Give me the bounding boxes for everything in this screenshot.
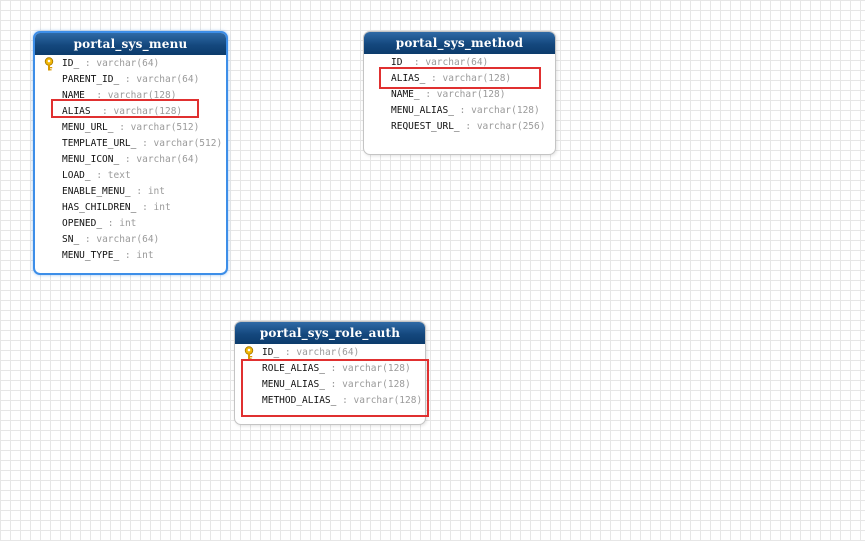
- field-row[interactable]: METHOD_ALIAS_ : varchar(128): [235, 393, 425, 409]
- primary-key-icon: [244, 346, 254, 360]
- field-row[interactable]: MENU_TYPE_ : int: [35, 248, 226, 264]
- field-type: varchar(512): [130, 122, 200, 133]
- entity-title[interactable]: portal_sys_menu: [35, 33, 226, 55]
- field-separator: :: [324, 363, 343, 374]
- field-type: varchar(512): [153, 138, 223, 149]
- field-separator: :: [96, 106, 114, 117]
- field-type: varchar(64): [296, 347, 360, 358]
- field-type: varchar(64): [96, 58, 160, 69]
- field-separator: :: [136, 202, 154, 213]
- field-separator: :: [336, 395, 354, 406]
- field-name: MENU_ALIAS_: [391, 105, 454, 116]
- entity-portal-sys-menu[interactable]: portal_sys_menu ID_ : varchar(64) PARENT…: [33, 31, 228, 275]
- field-separator: :: [453, 105, 472, 116]
- field-separator: :: [136, 138, 154, 149]
- field-name: SN_: [62, 234, 80, 245]
- field-row[interactable]: ALIAS_ : varchar(128): [35, 104, 226, 120]
- field-separator: :: [119, 74, 137, 85]
- field-separator: :: [419, 89, 437, 100]
- field-name: ALIAS_: [391, 73, 426, 84]
- primary-key-icon: [44, 57, 54, 71]
- field-name: NAME_: [62, 90, 91, 101]
- field-name: TEMPLATE_URL_: [62, 138, 137, 149]
- field-type: varchar(64): [425, 57, 489, 68]
- field-type: varchar(64): [136, 154, 200, 165]
- field-name: ID_: [62, 58, 80, 69]
- field-name: MENU_ICON_: [62, 154, 120, 165]
- field-separator: :: [459, 121, 477, 132]
- field-separator: :: [79, 234, 97, 245]
- field-name: ENABLE_MENU_: [62, 186, 131, 197]
- field-type: int: [153, 202, 171, 213]
- field-row[interactable]: REQUEST_URL_ : varchar(256): [364, 119, 555, 135]
- field-type: varchar(128): [436, 89, 506, 100]
- field-name: LOAD_: [62, 170, 91, 181]
- field-name: PARENT_ID_: [62, 74, 120, 85]
- field-separator: :: [119, 154, 137, 165]
- field-row[interactable]: MENU_ALIAS_ : varchar(128): [235, 377, 425, 393]
- field-separator: :: [425, 73, 443, 84]
- field-separator: :: [408, 57, 426, 68]
- field-name: ROLE_ALIAS_: [262, 363, 325, 374]
- field-row[interactable]: NAME_ : varchar(128): [35, 88, 226, 104]
- field-type: int: [136, 250, 154, 261]
- field-row[interactable]: TEMPLATE_URL_ : varchar(512): [35, 136, 226, 152]
- field-separator: :: [79, 58, 97, 69]
- field-separator: :: [113, 122, 131, 133]
- field-separator: :: [324, 379, 343, 390]
- field-name: MENU_ALIAS_: [262, 379, 325, 390]
- field-type: varchar(128): [442, 73, 512, 84]
- field-name: ID_: [262, 347, 280, 358]
- field-row[interactable]: ID_ : varchar(64): [235, 345, 425, 361]
- field-row[interactable]: MENU_ICON_ : varchar(64): [35, 152, 226, 168]
- field-row[interactable]: LOAD_ : text: [35, 168, 226, 184]
- field-separator: :: [130, 186, 148, 197]
- entity-title[interactable]: portal_sys_method: [364, 32, 555, 54]
- field-type: varchar(128): [342, 379, 411, 390]
- field-type: varchar(128): [353, 395, 423, 406]
- field-type: varchar(64): [96, 234, 160, 245]
- field-type: int: [119, 218, 137, 229]
- field-row[interactable]: OPENED_ : int: [35, 216, 226, 232]
- field-type: varchar(128): [107, 90, 177, 101]
- field-type: varchar(128): [113, 106, 183, 117]
- field-separator: :: [119, 250, 137, 261]
- field-name: ALIAS_: [62, 106, 97, 117]
- field-name: REQUEST_URL_: [391, 121, 460, 132]
- field-row[interactable]: MENU_ALIAS_ : varchar(128): [364, 103, 555, 119]
- field-name: MENU_TYPE_: [62, 250, 120, 261]
- entity-portal-sys-role-auth[interactable]: portal_sys_role_auth ID_ : varchar(64) R…: [234, 321, 426, 425]
- field-type: varchar(64): [136, 74, 200, 85]
- field-row[interactable]: SN_ : varchar(64): [35, 232, 226, 248]
- entity-portal-sys-method[interactable]: portal_sys_method ID_ : varchar(64) ALIA…: [363, 31, 556, 155]
- field-name: MENU_URL_: [62, 122, 114, 133]
- field-type: text: [107, 170, 131, 181]
- field-row[interactable]: PARENT_ID_ : varchar(64): [35, 72, 226, 88]
- field-type: varchar(256): [476, 121, 546, 132]
- field-type: int: [147, 186, 165, 197]
- field-row[interactable]: ENABLE_MENU_ : int: [35, 184, 226, 200]
- field-row[interactable]: ID_ : varchar(64): [364, 55, 555, 71]
- field-row[interactable]: ALIAS_ : varchar(128): [364, 71, 555, 87]
- field-name: METHOD_ALIAS_: [262, 395, 337, 406]
- field-name: ID_: [391, 57, 409, 68]
- field-row[interactable]: ID_ : varchar(64): [35, 56, 226, 72]
- field-type: varchar(128): [471, 105, 540, 116]
- field-separator: :: [90, 90, 108, 101]
- field-separator: :: [90, 170, 108, 181]
- entity-title[interactable]: portal_sys_role_auth: [235, 322, 425, 344]
- field-type: varchar(128): [342, 363, 411, 374]
- field-row[interactable]: MENU_URL_ : varchar(512): [35, 120, 226, 136]
- field-name: OPENED_: [62, 218, 103, 229]
- field-separator: :: [279, 347, 297, 358]
- field-row[interactable]: NAME_ : varchar(128): [364, 87, 555, 103]
- field-name: NAME_: [391, 89, 420, 100]
- field-row[interactable]: HAS_CHILDREN_ : int: [35, 200, 226, 216]
- field-name: HAS_CHILDREN_: [62, 202, 137, 213]
- field-separator: :: [102, 218, 120, 229]
- field-row[interactable]: ROLE_ALIAS_ : varchar(128): [235, 361, 425, 377]
